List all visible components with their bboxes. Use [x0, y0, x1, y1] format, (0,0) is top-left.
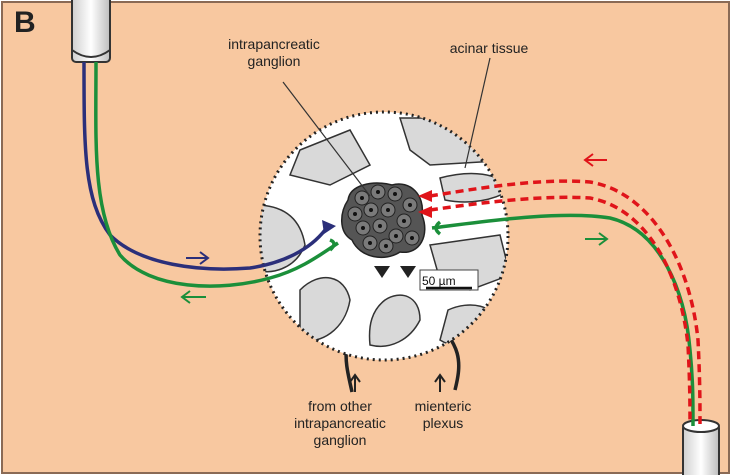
label-mienteric-line2: plexus: [408, 415, 478, 432]
label-ganglion-line2: ganglion: [210, 53, 338, 70]
label-mienteric-line1: mienteric: [408, 398, 478, 415]
label-acinar-tissue: acinar tissue: [430, 40, 548, 57]
label-from-other-line1: from other: [282, 398, 398, 415]
label-from-other: from other intrapancreatic ganglion: [282, 398, 398, 449]
scale-label: 50 µm: [422, 274, 456, 288]
label-mienteric: mienteric plexus: [408, 398, 478, 432]
recording-electrode-top-left: [72, 0, 110, 62]
label-from-other-line2: intrapancreatic: [282, 415, 398, 432]
panel-letter: B: [14, 6, 36, 40]
label-ganglion: intrapancreatic ganglion: [210, 36, 338, 70]
label-from-other-line3: ganglion: [282, 432, 398, 449]
recording-electrode-bottom-right: [683, 420, 719, 475]
label-ganglion-line1: intrapancreatic: [210, 36, 338, 53]
